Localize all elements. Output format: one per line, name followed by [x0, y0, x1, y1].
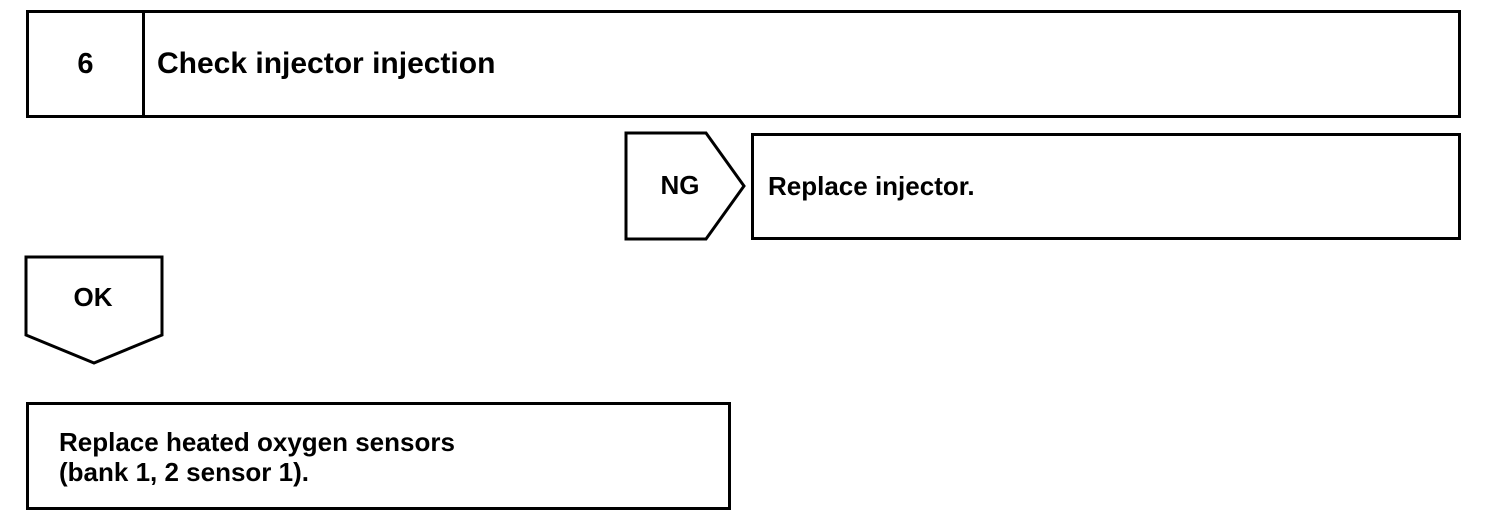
final-result-box: Replace heated oxygen sensors (bank 1, 2…	[26, 402, 731, 510]
final-result-line-2: (bank 1, 2 sensor 1).	[59, 457, 309, 487]
final-result-line-1: Replace heated oxygen sensors	[59, 427, 455, 457]
ok-label: OK	[73, 282, 113, 312]
ng-result-box: Replace injector.	[751, 133, 1461, 240]
step-box: 6 Check injector injection	[26, 10, 1461, 118]
ng-label: NG	[660, 170, 700, 200]
ng-arrow-shape	[624, 131, 746, 241]
ng-result-text: Replace injector.	[768, 171, 975, 201]
step-number: 6	[29, 13, 145, 115]
step-title: Check injector injection	[157, 47, 496, 80]
ok-arrow-shape	[24, 255, 164, 365]
